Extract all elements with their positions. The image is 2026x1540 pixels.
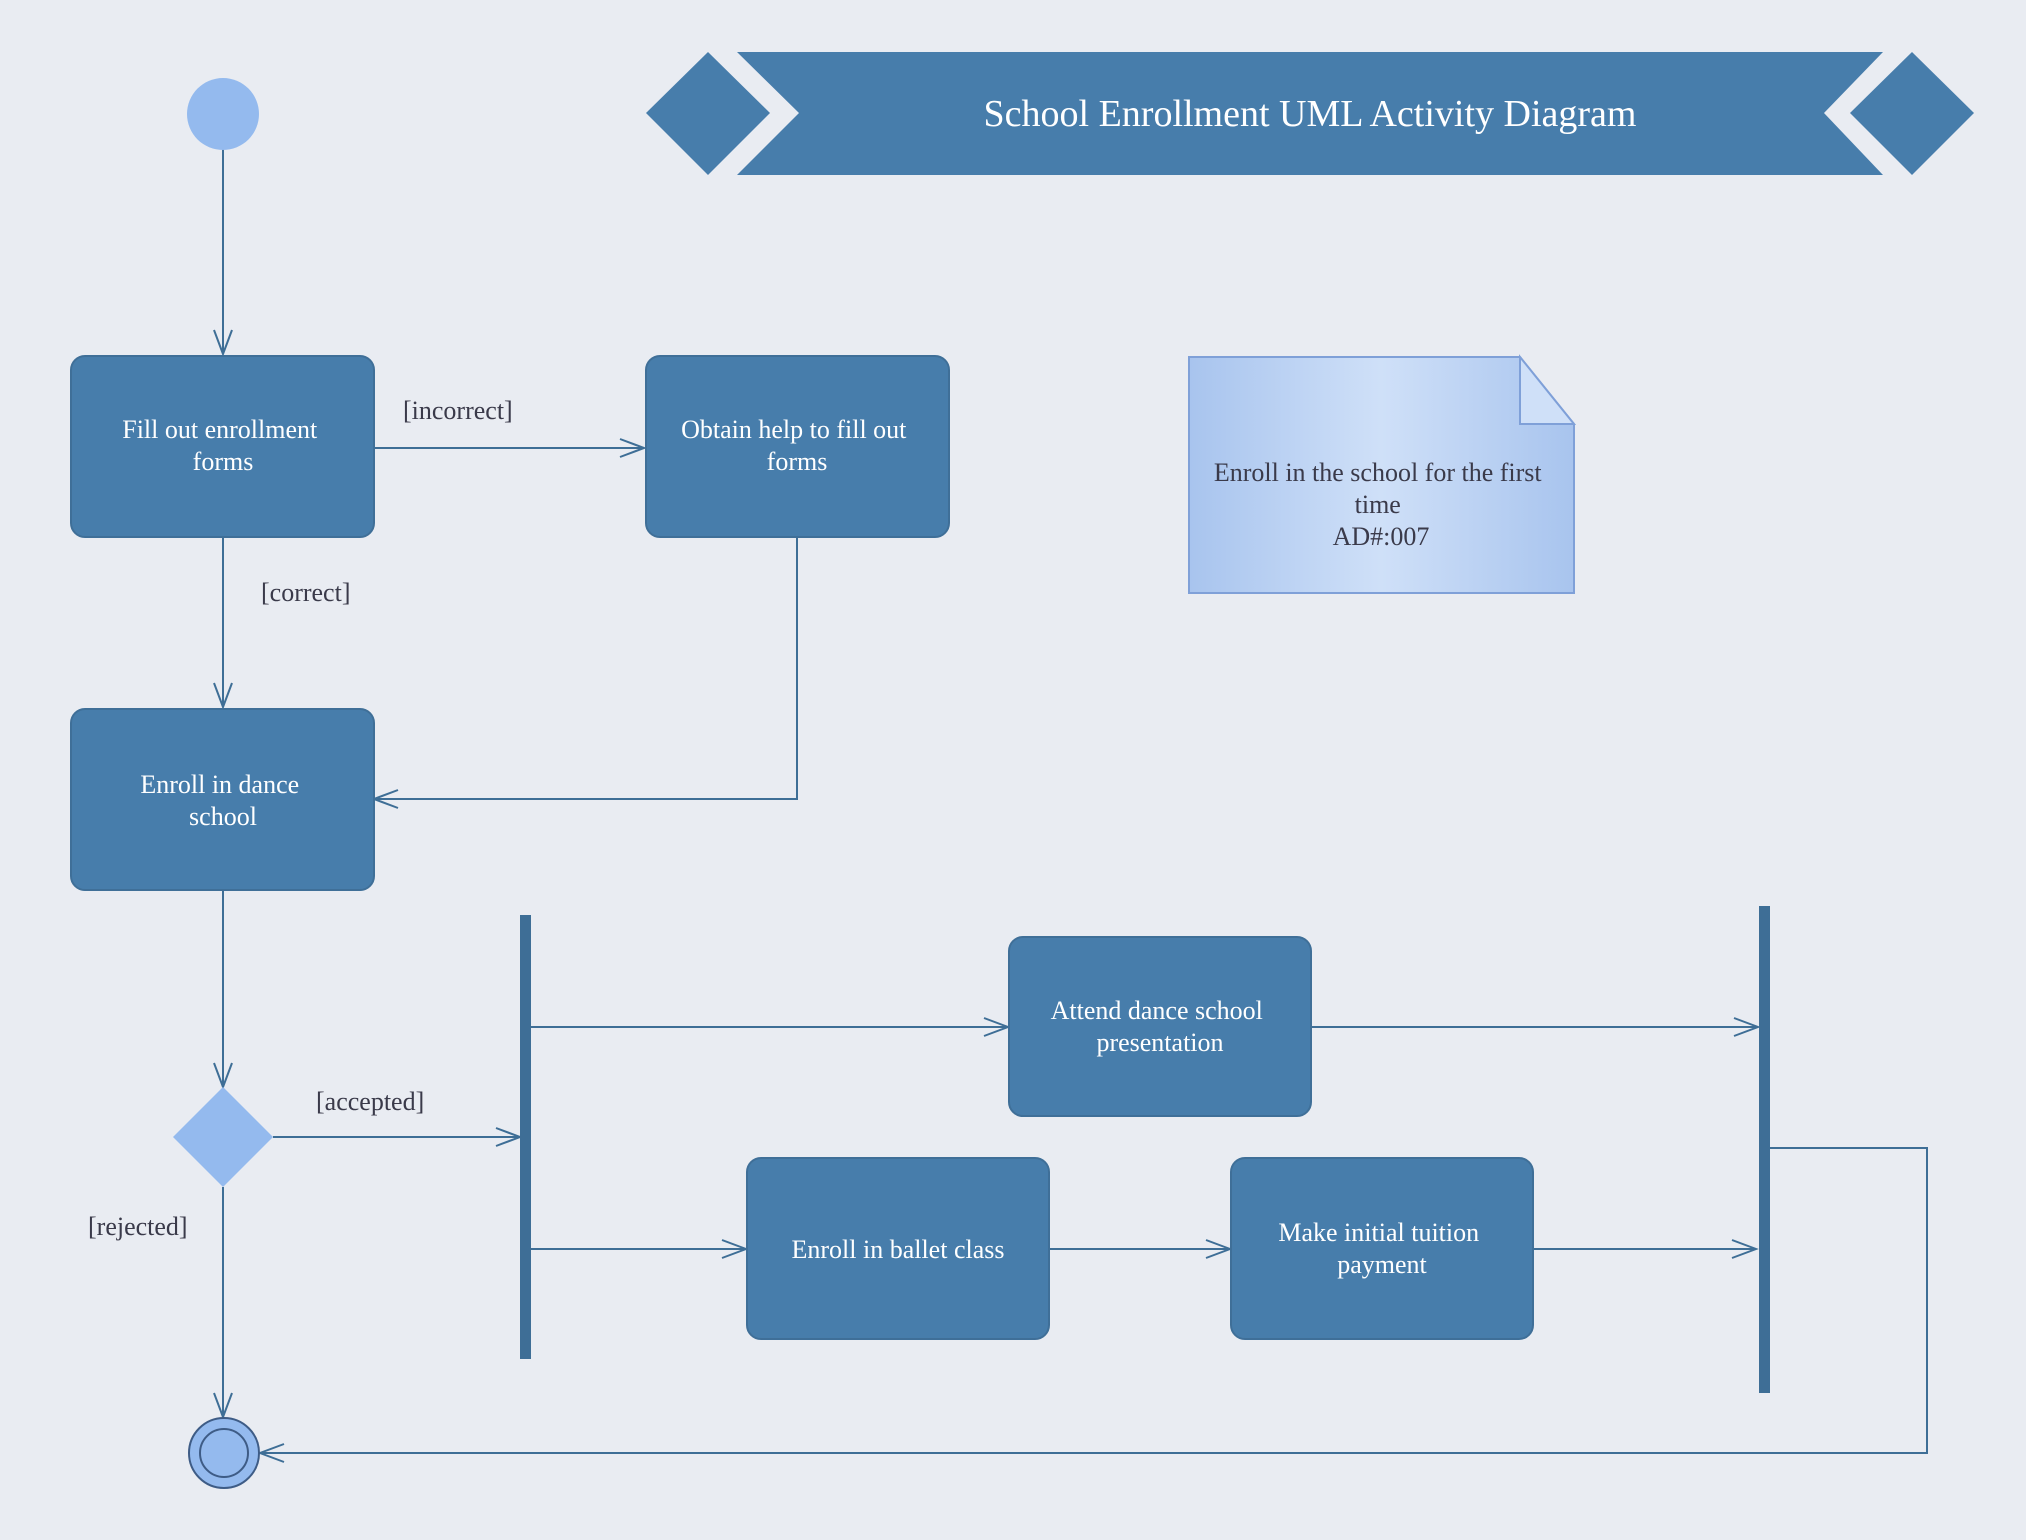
svg-text:Fill out enrollment form: Fill out enrollment forms	[122, 415, 324, 476]
svg-text:Enroll in ballet class: Enroll in ballet class	[791, 1235, 1004, 1264]
activity-label-line: Obtain help to fill out	[681, 415, 907, 444]
edge-join-to-end	[260, 1147, 1928, 1454]
title-banner-diamond-right	[1850, 52, 1974, 175]
join-bar-icon	[1759, 906, 1770, 1393]
activity-label-line: school	[189, 802, 257, 831]
activity-label-line: Enroll in dance	[140, 770, 299, 799]
guard-rejected: [rejected]	[88, 1212, 188, 1241]
activity-label-line: Attend dance school	[1051, 996, 1263, 1025]
svg-text:Make initial tuition pay: Make initial tuition payment	[1278, 1218, 1485, 1279]
activity-label-line: presentation	[1096, 1028, 1223, 1057]
activity-label-line: Fill out enrollment	[122, 415, 318, 444]
activity-obtain-help[interactable]: Obtain help to fill out forms	[645, 355, 950, 538]
activity-enroll-in-ballet-class[interactable]: Enroll in ballet class	[746, 1157, 1050, 1340]
edge-decision-to-end-arrow	[213, 1392, 233, 1420]
title-banner-diamond-left	[646, 52, 770, 175]
activity-fill-out-enrollment-forms[interactable]: Fill out enrollment forms	[70, 355, 375, 538]
diagram-title: School Enrollment UML Activity Diagram	[984, 93, 1637, 135]
edge-payment-to-join-arrow	[1731, 1239, 1759, 1259]
note-line: time	[1355, 490, 1401, 519]
activity-make-initial-payment[interactable]: Make initial tuition payment	[1230, 1157, 1534, 1340]
edge-fill-forms-to-enroll-dance-arrow	[213, 682, 233, 710]
edge-fill-forms-to-obtain-help-arrow	[619, 438, 647, 458]
diagram-note: Enroll in the school for the first time …	[1188, 354, 1577, 594]
activity-label-line: forms	[767, 447, 828, 476]
note-line: AD#:007	[1333, 522, 1430, 551]
final-node-icon	[188, 1417, 260, 1489]
activity-label-line: payment	[1337, 1250, 1427, 1279]
activity-attend-presentation[interactable]: Attend dance school presentation	[1008, 936, 1312, 1117]
activity-label-line: Make initial tuition	[1278, 1218, 1479, 1247]
fork-bar-icon	[520, 915, 531, 1359]
title-banner: School Enrollment UML Activity Diagram	[646, 52, 1974, 175]
svg-text:Enroll in dance school: Enroll in dance school	[140, 770, 305, 831]
guard-accepted: [accepted]	[316, 1087, 424, 1116]
svg-text:Obtain help to fill out: Obtain help to fill out forms	[681, 415, 913, 476]
note-line: Enroll in the school for the first	[1214, 458, 1543, 487]
guard-correct: [correct]	[261, 578, 350, 607]
svg-text:Enroll in the school for the f: Enroll in the school for the first time …	[1214, 458, 1548, 551]
title-banner-ribbon	[737, 52, 1883, 175]
guard-incorrect: [incorrect]	[403, 396, 513, 425]
edge-obtain-help-to-enroll-dance	[374, 538, 798, 800]
edge-start-to-fill-forms-arrow	[213, 329, 233, 357]
decision-node-icon	[173, 1087, 273, 1187]
initial-node-icon	[187, 78, 259, 150]
activity-enroll-in-dance-school[interactable]: Enroll in dance school	[70, 708, 375, 891]
edges	[213, 148, 1928, 1463]
activity-label-line: Enroll in ballet class	[791, 1235, 1004, 1264]
activity-label-line: forms	[193, 447, 254, 476]
edge-presentation-to-join-arrow	[1733, 1017, 1761, 1037]
svg-text:Attend dance school pres: Attend dance school presentation	[1051, 996, 1270, 1057]
